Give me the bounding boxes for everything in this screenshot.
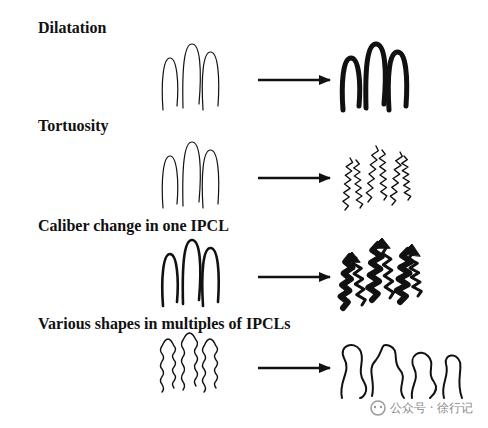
capillary-loop: [368, 244, 381, 300]
capillary-loop: [409, 254, 422, 296]
watermark-icon: [371, 401, 385, 415]
capillary-loop: [162, 58, 177, 110]
arrow: [258, 367, 330, 370]
capillary-loop: [366, 44, 386, 108]
watermark-icon: [371, 401, 385, 415]
capillary-loop: [402, 244, 420, 256]
capillary-loop: [344, 252, 360, 262]
capillary-loop: [366, 146, 378, 202]
capillary-loop: [390, 152, 402, 205]
row-heading: Dilatation: [38, 19, 106, 37]
watermark: 公众号 · 徐行记: [390, 400, 473, 417]
capillary-loop: [202, 52, 218, 110]
capillary-loop: [202, 248, 218, 306]
watermark-icon: [374, 406, 376, 408]
capillary-loop: [342, 58, 359, 110]
capillary-loop: [203, 339, 218, 392]
capillary-loop: [354, 160, 363, 208]
capillary-loop: [379, 150, 387, 200]
capillary-loop: [343, 158, 353, 210]
capillary-loop: [353, 258, 366, 305]
capillary-loop: [372, 238, 390, 248]
capillary-loop: [183, 142, 201, 206]
arrow: [258, 79, 330, 82]
arrow: [258, 276, 330, 279]
capillary-loop: [412, 353, 436, 398]
capillary-loop: [183, 240, 201, 304]
row-heading: Tortuosity: [38, 117, 109, 135]
capillary-loop: [443, 355, 462, 398]
capillary-loop: [341, 345, 366, 398]
watermark-icon: [380, 406, 382, 408]
capillary-loop: [388, 52, 406, 110]
capillary-loop: [162, 156, 177, 208]
capillary-loop: [341, 256, 353, 308]
row-heading: Caliber change in one IPCL: [38, 217, 229, 235]
capillary-loop: [382, 248, 393, 298]
capillary-loop: [161, 339, 176, 392]
capillary-loop: [162, 254, 177, 306]
capillary-loop: [402, 156, 411, 200]
capillary-loop: [371, 345, 404, 398]
capillary-loop: [202, 150, 218, 208]
row-heading: Various shapes in multiples of IPCLs: [38, 315, 290, 333]
capillary-loop: [183, 44, 201, 108]
arrow: [258, 177, 330, 180]
capillary-loop: [182, 333, 198, 390]
